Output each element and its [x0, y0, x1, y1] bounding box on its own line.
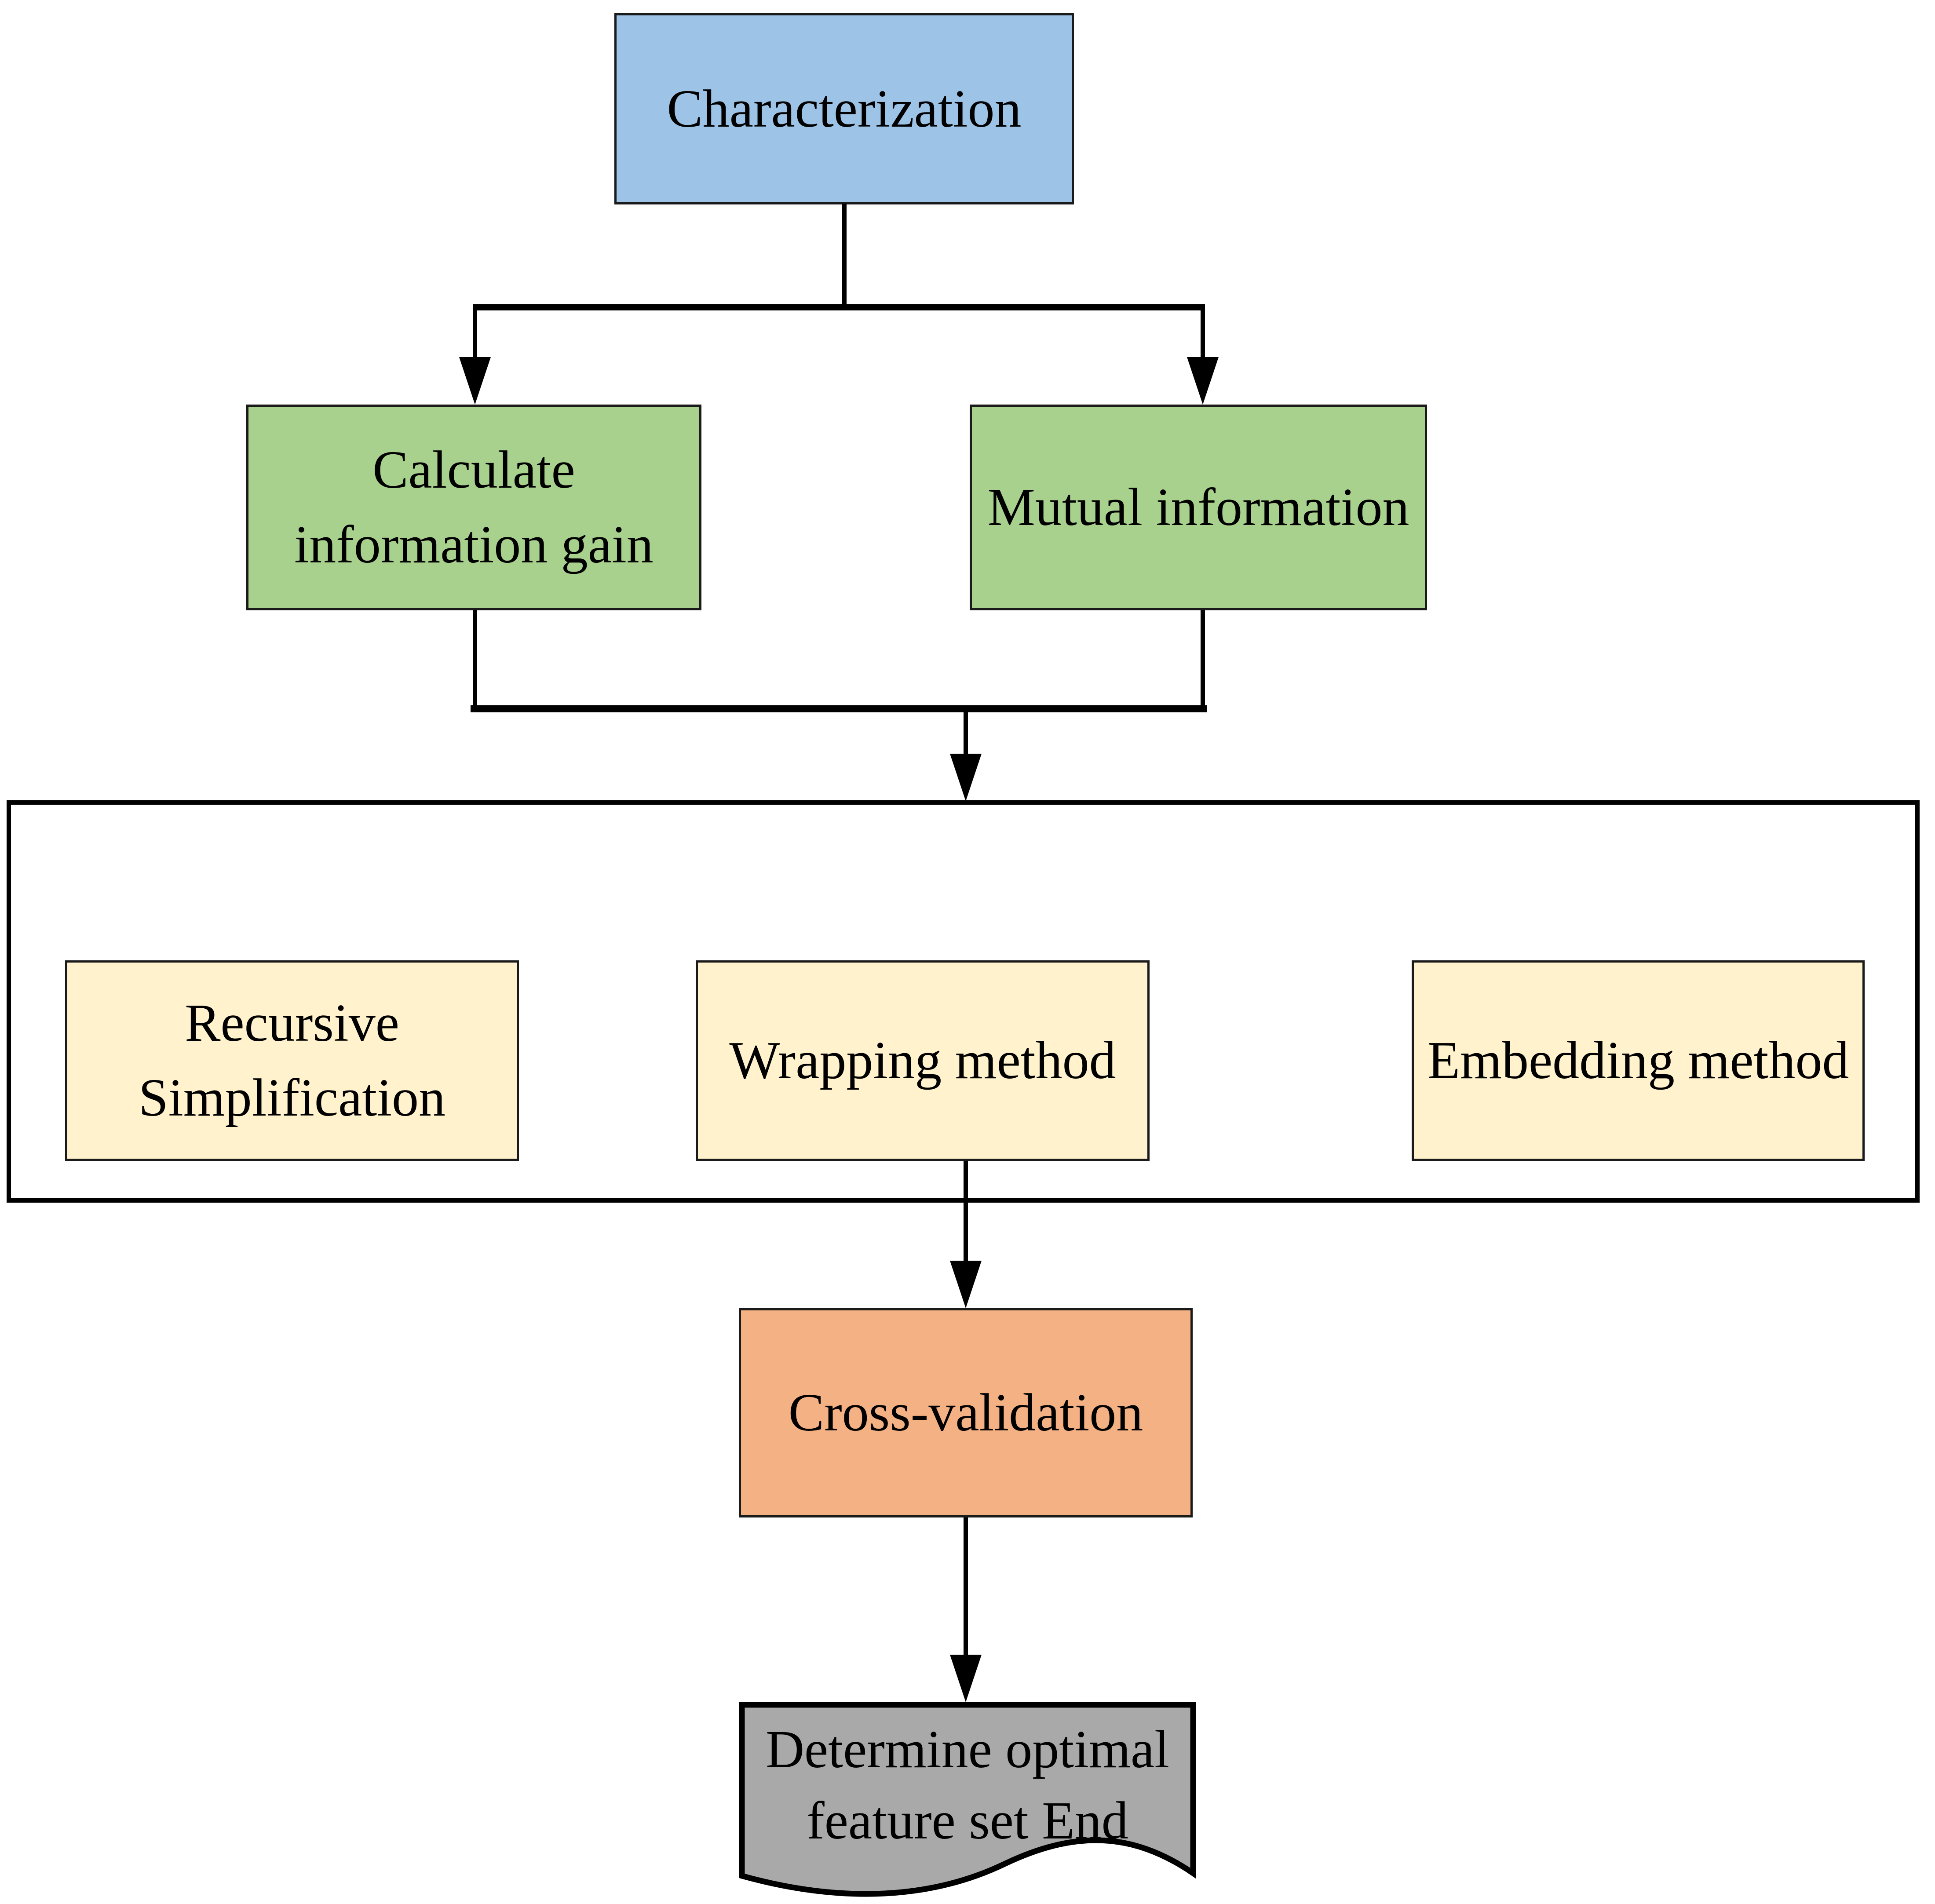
edge-split-right-arrowhead	[1187, 357, 1219, 405]
edge-wrapping-crossvalidation-arrowhead	[950, 1261, 982, 1308]
edge-crossvalidation-end-stem	[964, 1517, 968, 1658]
node-mutual-information: Mutual information	[970, 405, 1427, 610]
node-characterization: Characterization	[614, 13, 1074, 204]
edge-merge-center-stem	[964, 705, 968, 758]
edge-split-bar	[473, 304, 1205, 310]
node-calculate-information-gain-label: Calculate information gain	[294, 440, 654, 574]
document-shape-path	[739, 1702, 1196, 1897]
node-recursive-simplification-label: Recursive Simplification	[138, 993, 446, 1127]
node-end-label: Determine optimal feature set End	[765, 1720, 1170, 1850]
node-characterization-label: Characterization	[667, 79, 1022, 139]
node-cross-validation: Cross-validation	[739, 1308, 1193, 1517]
node-mutual-information-label: Mutual information	[987, 478, 1409, 537]
node-wrapping-method-label: Wrapping method	[729, 1031, 1116, 1090]
document-shape-icon	[739, 1702, 1196, 1897]
node-end-document: Determine optimal feature set End	[739, 1702, 1196, 1904]
edge-wrapping-crossvalidation-stem	[964, 1161, 968, 1264]
edge-crossvalidation-end-arrowhead	[950, 1655, 982, 1702]
node-calculate-information-gain: Calculate information gain	[246, 405, 701, 610]
node-cross-validation-label: Cross-validation	[788, 1383, 1143, 1442]
node-embedding-method: Embedding method	[1412, 960, 1865, 1161]
edge-split-right-stem	[1201, 304, 1205, 366]
edge-merge-right-stem	[1201, 610, 1205, 711]
node-embedding-method-label: Embedding method	[1427, 1031, 1849, 1090]
node-wrapping-method: Wrapping method	[696, 960, 1150, 1161]
edge-merge-left-stem	[473, 610, 477, 711]
edge-merge-bar	[471, 705, 1207, 712]
node-recursive-simplification: Recursive Simplification	[65, 960, 519, 1161]
edge-split-left-arrowhead	[459, 357, 491, 405]
edge-split-left-stem	[473, 304, 477, 366]
edge-merge-arrowhead	[950, 754, 982, 801]
edge-characterization-split-stem	[842, 204, 847, 310]
